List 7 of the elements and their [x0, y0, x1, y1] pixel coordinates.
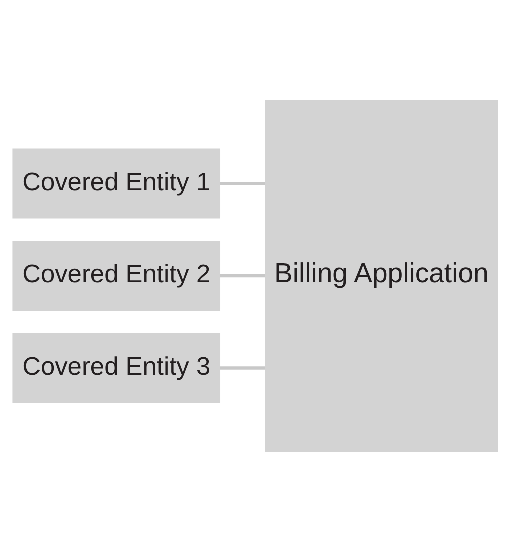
node-box: Covered Entity 1 [12, 148, 220, 218]
connector [220, 182, 265, 185]
node-box: Billing Application [264, 100, 498, 452]
node-box: Covered Entity 3 [12, 332, 220, 403]
connector [220, 366, 265, 370]
connector [220, 274, 265, 278]
node-box: Covered Entity 2 [12, 240, 220, 310]
